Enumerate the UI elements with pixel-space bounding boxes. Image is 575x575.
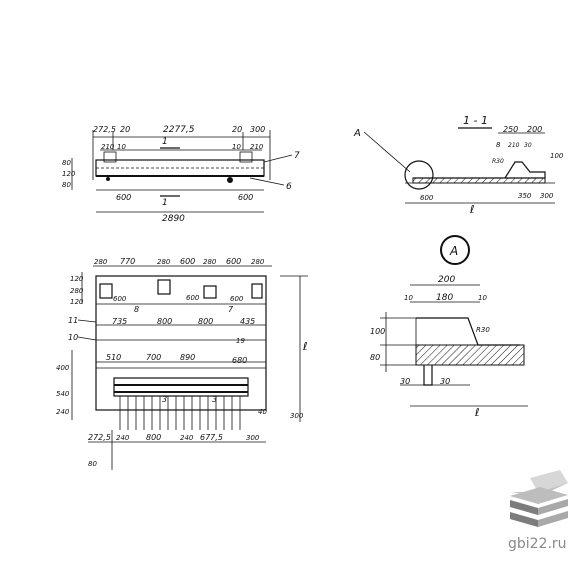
pos-11: 11 xyxy=(68,316,78,325)
dim-600-inner-b: 600 xyxy=(186,294,200,302)
callout-a-section: А xyxy=(353,128,361,139)
main-plan-view: 280 770 280 600 280 600 280 120 280 120 … xyxy=(56,257,308,470)
dim-280-c: 280 xyxy=(203,258,217,266)
dim-10-left: 10 xyxy=(117,143,126,151)
dim-10-right: 10 xyxy=(232,143,241,151)
dim-300-section: 300 xyxy=(540,192,554,200)
dim-680: 680 xyxy=(232,356,247,365)
dim-677-5-main: 677,5 xyxy=(200,433,223,442)
dim-600-b: 600 xyxy=(226,257,241,266)
dim-510: 510 xyxy=(106,353,121,362)
dim-600-a: 600 xyxy=(180,257,195,266)
dim-400-left: 400 xyxy=(56,364,70,372)
length-l-detail: ℓ xyxy=(474,406,480,419)
dim-350-section: 350 xyxy=(518,192,532,200)
dim-280-a: 280 xyxy=(94,258,108,266)
dim-80-left-b: 80 xyxy=(62,181,71,189)
pos-9-main: 19 xyxy=(236,337,245,345)
pos-7-main: 7 xyxy=(228,305,234,314)
section-mark-top: 1 xyxy=(162,137,168,147)
dim-180-detail: 180 xyxy=(436,293,453,303)
detail-a: А 200 10 180 10 R30 100 80 30 30 ℓ xyxy=(370,235,528,419)
section-title: 1 - 1 xyxy=(463,114,488,127)
dim-80-left-a: 80 xyxy=(62,159,71,167)
dim-30-section: 30 xyxy=(524,142,532,149)
dim-100-section: 100 xyxy=(550,152,564,160)
dim-80-detail: 80 xyxy=(370,353,380,362)
dim-120-main-b: 120 xyxy=(70,298,84,306)
dim-240-main-b: 240 xyxy=(180,434,194,442)
dim-80-bottom: 80 xyxy=(88,460,97,468)
dim-r30-detail: R30 xyxy=(476,326,490,334)
pos-6-top: 6 xyxy=(286,182,292,192)
dim-540-left: 540 xyxy=(56,390,70,398)
dim-200-detail: 200 xyxy=(438,275,455,285)
dim-770: 770 xyxy=(120,257,135,266)
dim-600-section: 600 xyxy=(420,194,434,202)
dim-800-a: 800 xyxy=(157,317,172,326)
pos-3-a: 3 xyxy=(162,395,167,404)
dim-200-section: 200 xyxy=(527,125,542,134)
dim-272-5-top: 272,5 xyxy=(93,125,116,134)
top-plan-view: 272,5 20 2277,5 20 300 210 10 10 210 1 1… xyxy=(62,125,300,224)
section-1-1: 1 - 1 А 250 200 8 210 30 100 R30 600 350… xyxy=(353,114,564,216)
dim-40-right: 40 xyxy=(258,408,267,416)
dim-8-section: 8 xyxy=(496,141,501,149)
dim-300-main: 300 xyxy=(246,434,260,442)
dim-800-main: 800 xyxy=(146,433,161,442)
pos-3-b: 3 xyxy=(212,395,217,404)
pos-7-top: 7 xyxy=(294,151,300,161)
length-l-main: ℓ xyxy=(302,340,308,353)
dim-250-section: 250 xyxy=(503,125,518,134)
dim-210-section: 210 xyxy=(508,142,520,149)
dim-280-b: 280 xyxy=(157,258,171,266)
dim-890: 890 xyxy=(180,353,195,362)
watermark-text: gbi22.ru xyxy=(508,536,567,552)
dim-30-detail-a: 30 xyxy=(400,377,410,386)
dim-240-main-a: 240 xyxy=(116,434,130,442)
dim-800-b: 800 xyxy=(198,317,213,326)
comb-legs xyxy=(119,396,241,430)
dim-300-right: 300 xyxy=(290,412,304,420)
dim-240-left: 240 xyxy=(56,408,70,416)
dim-2277-5: 2277,5 xyxy=(163,125,195,135)
dim-435: 435 xyxy=(240,317,255,326)
dim-10-detail-b: 10 xyxy=(478,294,487,302)
callout-a-detail: А xyxy=(449,244,458,258)
length-l-section: ℓ xyxy=(469,203,475,216)
dim-120-main-a: 120 xyxy=(70,275,84,283)
dim-10-detail-a: 10 xyxy=(404,294,413,302)
dim-20-left: 20 xyxy=(120,125,130,134)
dim-120-left: 120 xyxy=(62,170,76,178)
dim-600-inner-c: 600 xyxy=(230,295,244,303)
dim-280-d: 280 xyxy=(251,258,265,266)
dim-210-left: 210 xyxy=(101,143,115,151)
pos-10: 10 xyxy=(68,333,78,342)
dim-280-main-left: 280 xyxy=(70,287,84,295)
dim-2890: 2890 xyxy=(162,214,185,224)
dim-r30-section: R30 xyxy=(492,158,504,165)
dim-100-detail: 100 xyxy=(370,327,385,336)
dim-30-detail-b: 30 xyxy=(440,377,450,386)
pos-8-main: 8 xyxy=(134,305,139,314)
dim-20-right: 20 xyxy=(232,125,242,134)
dim-600-inner-a: 600 xyxy=(113,295,127,303)
dim-700: 700 xyxy=(146,353,161,362)
section-mark-bottom: 1 xyxy=(162,198,168,208)
dim-600-bottom-left: 600 xyxy=(116,193,131,202)
dim-210-right: 210 xyxy=(250,143,264,151)
dim-300-top: 300 xyxy=(250,125,265,134)
dim-272-5-main: 272,5 xyxy=(88,433,111,442)
dim-600-bottom-right: 600 xyxy=(238,193,253,202)
stacked-slabs-icon xyxy=(510,470,568,527)
dim-735: 735 xyxy=(112,317,127,326)
